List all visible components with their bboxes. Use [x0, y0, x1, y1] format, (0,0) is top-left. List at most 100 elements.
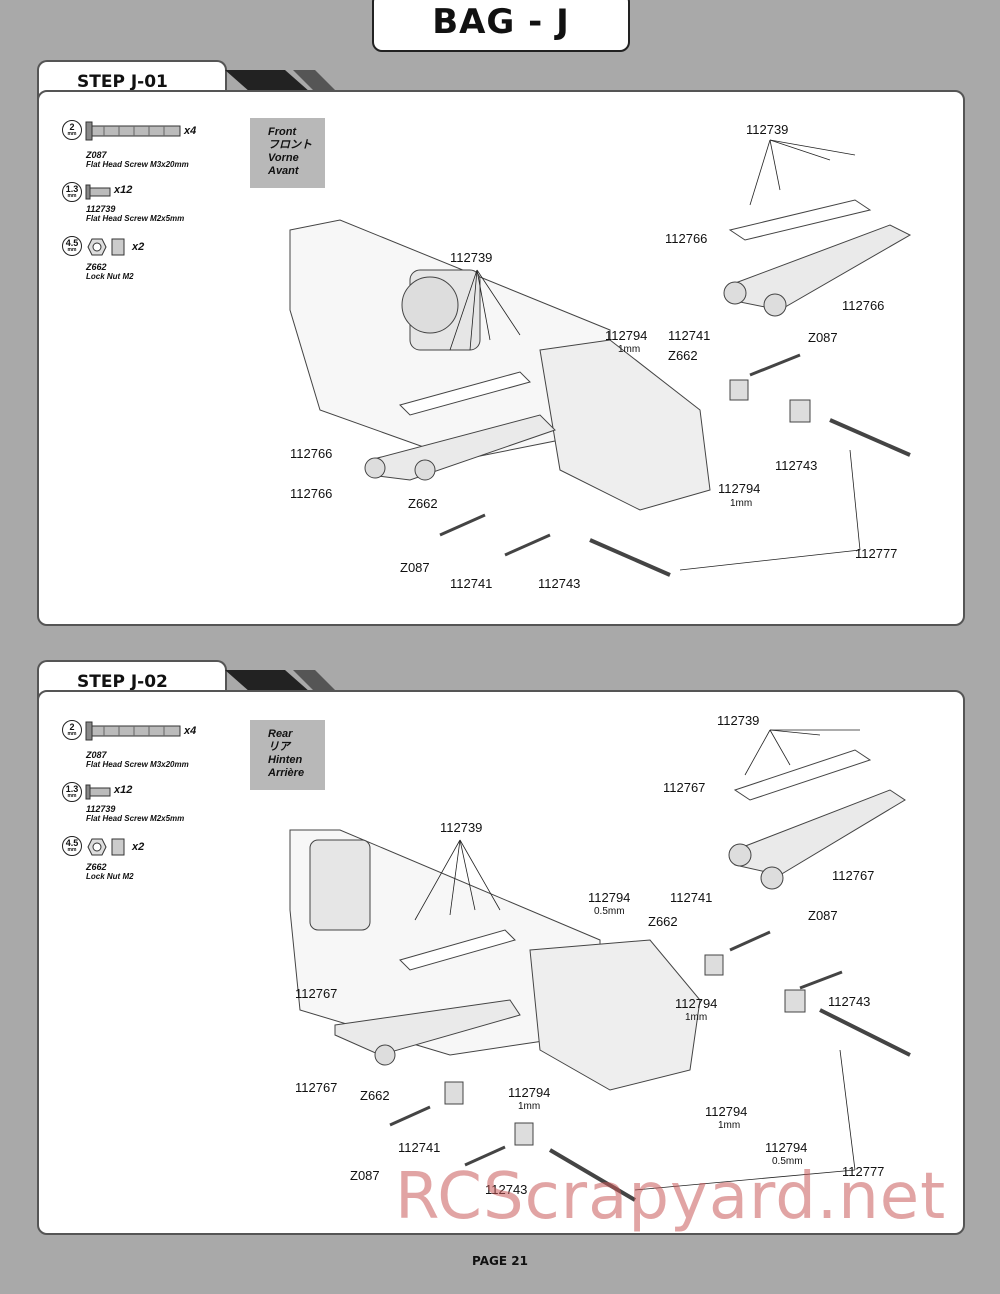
orientation-jp: フロント: [268, 139, 312, 151]
label-112739: 112739: [450, 250, 492, 265]
part-qty: x4: [184, 725, 197, 737]
part-desc: Lock Nut M2: [86, 272, 134, 281]
suspension-arm: [734, 789, 906, 876]
label-112739: 112739: [717, 713, 759, 728]
orientation-box-rear: Rear リア Hinten Arrière: [250, 720, 325, 790]
gearbox-housing: [529, 939, 701, 1091]
label-1mm: 1mm: [685, 1012, 707, 1023]
step-stripes-icon: [225, 670, 337, 692]
label-112767: 112767: [663, 780, 705, 795]
gearbox-housing: [539, 339, 711, 511]
assembly-diagram-j02: 112739 112767 112739 112794 0.5mm 112741…: [289, 713, 911, 1202]
label-112741: 112741: [668, 328, 710, 343]
orientation-box-front: Front フロント Vorne Avant: [250, 118, 325, 188]
label-Z087: Z087: [808, 908, 838, 923]
orientation-de: Hinten: [268, 754, 303, 766]
label-112767: 112767: [295, 1080, 337, 1095]
label-112794: 112794: [508, 1085, 550, 1100]
part-code: Z087: [86, 750, 107, 760]
label-112794: 112794: [605, 328, 647, 343]
hinge-pin: [589, 538, 671, 577]
part-qty: x12: [114, 784, 133, 796]
suspension-arm: [334, 999, 521, 1056]
part-code: Z662: [86, 262, 107, 272]
label-Z662: Z662: [408, 496, 438, 511]
label-112741: 112741: [670, 890, 712, 905]
orientation-en: Front: [268, 126, 297, 138]
label-112767: 112767: [295, 986, 337, 1001]
lock-nut-icon: [87, 238, 125, 256]
label-112741: 112741: [450, 576, 492, 591]
label-Z087: Z087: [350, 1168, 380, 1183]
label-112739: 112739: [440, 820, 482, 835]
screw-short-icon: [85, 784, 111, 800]
part-desc: Flat Head Screw M3x20mm: [86, 760, 189, 769]
part-qty: x4: [184, 125, 197, 137]
mount-plate: [399, 929, 516, 971]
orientation-de: Vorne: [268, 152, 299, 164]
label-1mm: 1mm: [730, 498, 752, 509]
label-Z662: Z662: [360, 1088, 390, 1103]
assembly-diagram-j01: 112739 112766 112739 112794 1mm 112741 Z…: [289, 122, 912, 591]
orientation-jp: リア: [268, 741, 290, 753]
lock-nut-icon: [87, 838, 125, 856]
label-Z087: Z087: [808, 330, 838, 345]
part-qty: x12: [114, 184, 133, 196]
gear-housing: [309, 839, 371, 931]
watermark: RCScrapyard.net: [395, 1160, 947, 1234]
label-112794: 112794: [765, 1140, 807, 1155]
hinge-pin: [548, 1148, 637, 1202]
label-1mm: 1mm: [618, 344, 640, 355]
label-112766: 112766: [665, 231, 707, 246]
orientation-en: Rear: [268, 728, 293, 740]
label-Z662: Z662: [648, 914, 678, 929]
part-qty: x2: [132, 841, 145, 853]
label-112766: 112766: [290, 446, 332, 461]
label-112739: 112739: [746, 122, 788, 137]
label-Z087: Z087: [400, 560, 430, 575]
page-number: PAGE 21: [472, 1254, 528, 1268]
screw-long-icon: [85, 721, 181, 741]
label-112777: 112777: [855, 546, 897, 561]
label-112766: 112766: [842, 298, 884, 313]
label-112743: 112743: [538, 576, 580, 591]
part-code: 112739: [86, 204, 116, 214]
label-112794: 112794: [675, 996, 717, 1011]
label-112794: 112794: [705, 1104, 747, 1119]
part-qty: x2: [132, 241, 145, 253]
part-code: 112739: [86, 804, 116, 814]
mount-plate: [399, 371, 531, 416]
orientation-fr: Arrière: [268, 767, 305, 779]
part-desc: Lock Nut M2: [86, 872, 134, 881]
screw-long-icon: [85, 121, 181, 141]
bag-title: BAG - J: [372, 0, 630, 52]
part-desc: Flat Head Screw M2x5mm: [86, 214, 185, 223]
label-112766: 112766: [290, 486, 332, 501]
label-112743: 112743: [828, 994, 870, 1009]
label-0.5mm: 0.5mm: [772, 1156, 803, 1167]
label-0.5mm: 0.5mm: [594, 906, 625, 917]
orientation-fr: Avant: [268, 165, 299, 177]
label-112743: 112743: [485, 1182, 527, 1197]
part-desc: Flat Head Screw M2x5mm: [86, 814, 185, 823]
label-Z662: Z662: [668, 348, 698, 363]
screw-short-icon: [85, 184, 111, 200]
part-desc: Flat Head Screw M3x20mm: [86, 160, 189, 169]
label-1mm: 1mm: [518, 1101, 540, 1112]
part-code: Z087: [86, 150, 107, 160]
label-112794: 112794: [718, 481, 760, 496]
label-112794: 112794: [588, 890, 630, 905]
label-112741: 112741: [398, 1140, 440, 1155]
